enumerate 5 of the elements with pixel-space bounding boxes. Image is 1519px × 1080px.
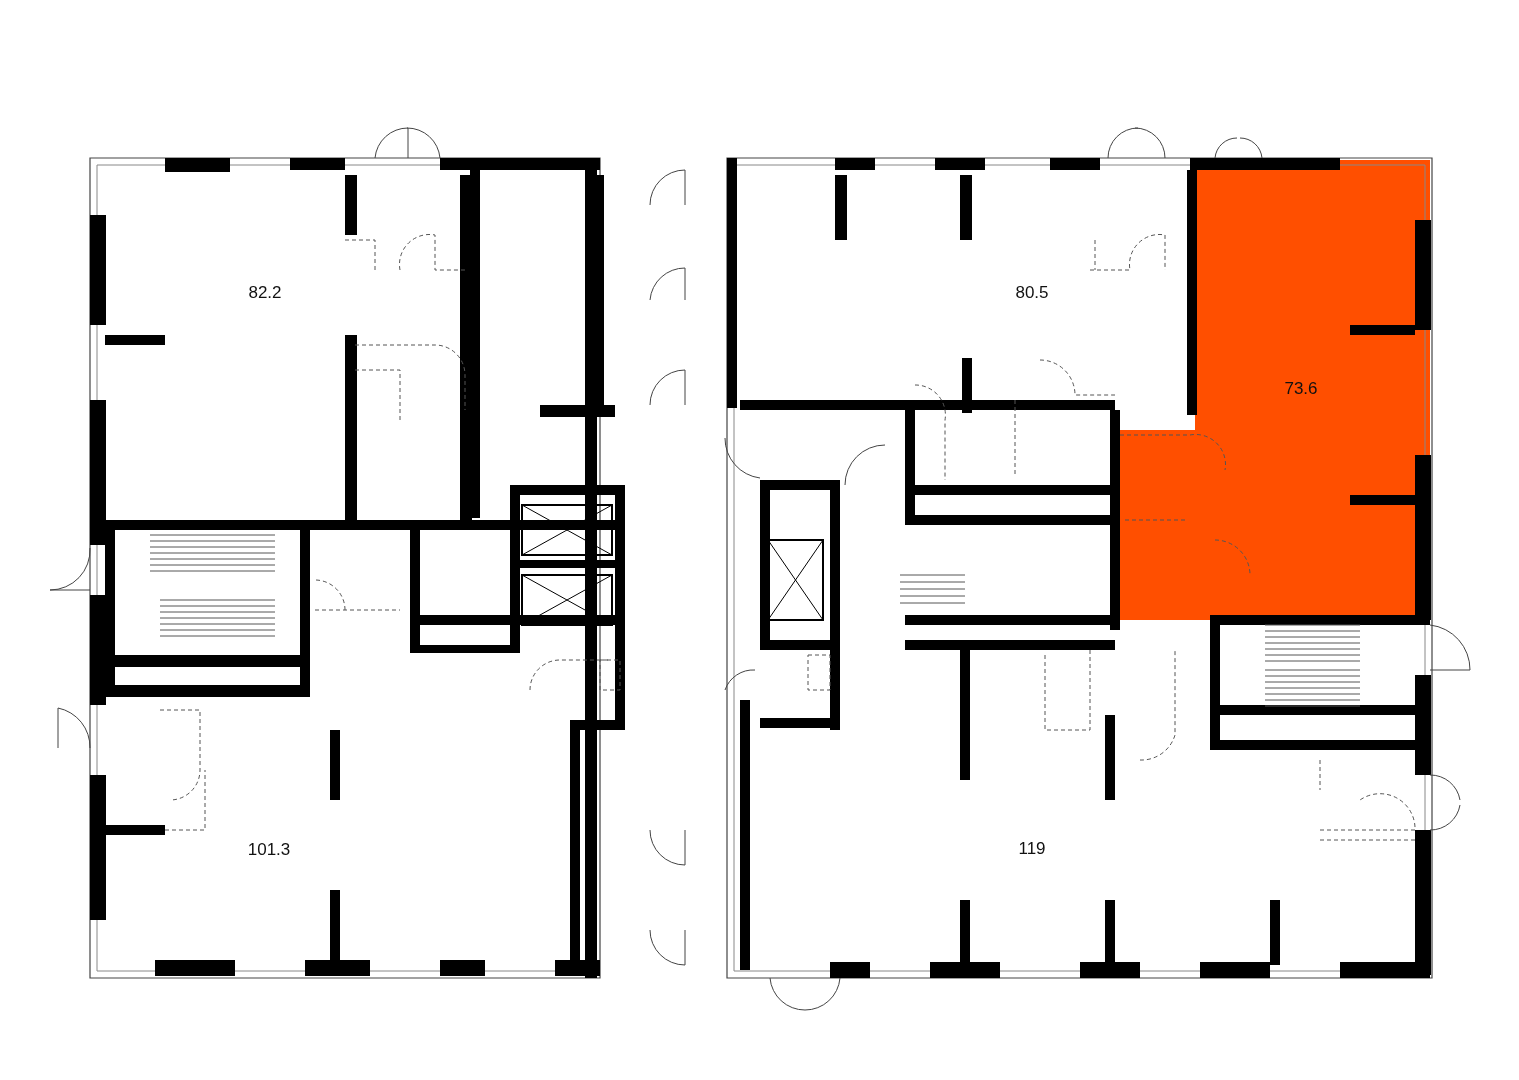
area-label: 101.3 <box>247 840 291 860</box>
area-label: 119 <box>1018 839 1046 859</box>
area-label: 80.5 <box>1015 283 1049 303</box>
area-label: 73.6 <box>1284 379 1318 399</box>
area-label: 82.2 <box>248 283 282 303</box>
